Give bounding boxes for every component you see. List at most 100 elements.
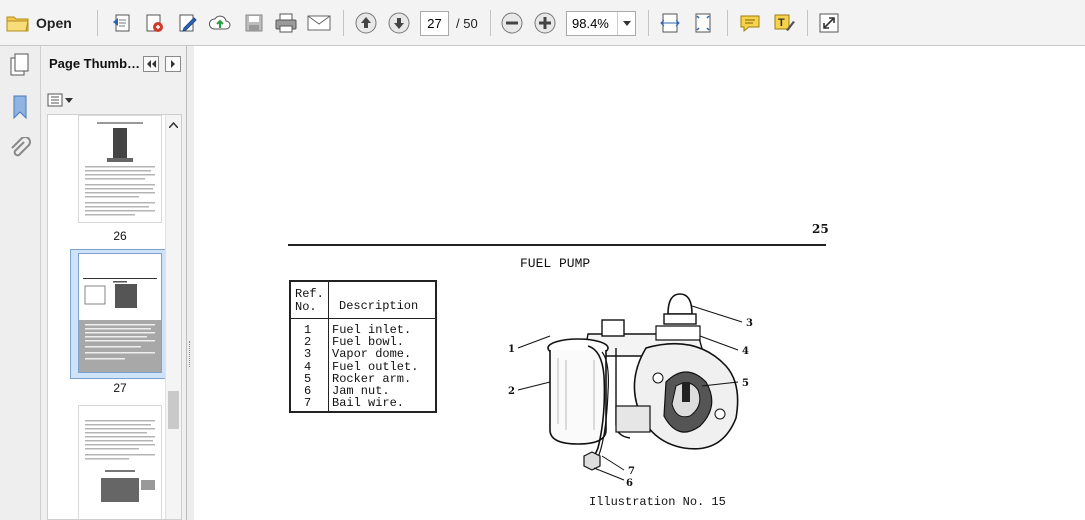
chevron-down-icon[interactable] [617,12,635,35]
create-pdf-button[interactable] [108,9,136,37]
ref-description: Fuel inlet. [332,323,412,337]
collapse-panel-button[interactable] [143,56,159,72]
zoom-value: 98.4% [572,16,609,31]
double-chevron-left-icon [147,60,156,68]
open-button[interactable]: Open [6,9,72,37]
panel-splitter[interactable] [187,46,194,520]
comment-icon [740,15,760,33]
ref-description: Bail wire. [332,396,405,411]
header-rule [288,244,826,246]
table-header-rule [291,318,435,319]
expand-panel-button[interactable] [165,56,181,72]
table-header-description: Description [339,299,419,313]
fullscreen-button[interactable] [815,9,843,37]
ref-description: Jam nut. [332,383,390,398]
zoom-select[interactable]: 98.4% [566,11,636,36]
document-title: FUEL PUMP [520,256,591,271]
convert-icon [146,14,163,32]
pages-panel-button[interactable] [7,52,33,78]
previous-page-icon [355,12,377,34]
convert-button[interactable] [140,9,168,37]
thumbnail-options-button[interactable] [47,92,73,108]
scrollbar-thumb[interactable] [168,391,179,429]
next-page-icon [388,12,410,34]
email-button[interactable] [305,9,333,37]
toolbar-separator [807,10,808,36]
table-row: 6 Jam nut. [291,385,435,397]
attachment-icon [11,137,31,157]
print-icon [275,13,297,33]
upload-button[interactable] [206,9,234,37]
ref-number: 6 [304,383,312,398]
toolbar-separator [343,10,344,36]
table-row: 3 Vapor dome. [291,348,435,360]
options-icon [47,93,63,107]
toolbar-separator [97,10,98,36]
edit-button[interactable] [173,9,201,37]
fit-width-icon [660,13,680,33]
page-number-input[interactable] [420,11,449,36]
thumbnail-page-selected[interactable] [78,253,162,373]
ref-number: 3 [304,347,312,362]
zoom-out-icon [501,12,523,34]
ref-header-text: Ref. No. [295,287,324,314]
zoom-in-button[interactable] [531,9,559,37]
fit-page-button[interactable] [689,9,717,37]
thumbnail-page[interactable] [78,115,162,223]
toolbar-separator [727,10,728,36]
edit-icon [179,14,197,32]
chevron-right-icon [171,60,175,68]
illustration-caption: Illustration No. 15 [589,495,726,509]
fit-width-button[interactable] [656,9,684,37]
ref-description: Vapor dome. [332,347,412,362]
table-header-ref: Ref. No. [295,288,324,314]
callout-3: 3 [746,318,753,329]
panel-header: Page Thumbna... [41,46,187,84]
attachments-panel-button[interactable] [7,136,33,162]
callout-4: 4 [742,346,749,357]
thumbnail-label: 26 [113,229,127,243]
thumbnail-preview [79,254,161,372]
next-page-button[interactable] [385,9,413,37]
page-total: / 50 [456,16,478,31]
callout-5: 5 [742,378,749,389]
chevron-down-icon [65,97,73,103]
navigation-rail [0,46,41,520]
thumbnail-label: 27 [113,381,127,395]
svg-text:T: T [778,17,785,29]
fullscreen-icon [819,13,839,33]
comment-button[interactable] [736,9,764,37]
save-icon [245,14,263,32]
folder-icon [6,16,29,32]
create-pdf-icon [113,14,130,32]
thumbnail-list[interactable]: 26 27 [47,114,182,520]
email-icon [307,15,331,31]
thumbnail-scrollbar[interactable] [165,115,181,519]
print-button[interactable] [272,9,300,37]
bookmarks-panel-button[interactable] [7,94,33,120]
scroll-up-icon[interactable] [168,119,179,130]
toolbar-separator [490,10,491,36]
callout-2: 2 [508,386,515,397]
main-toolbar: Open / 50 98.4% [0,0,1085,46]
ref-description: Fuel outlet. [332,359,419,374]
highlight-button[interactable]: T [770,9,798,37]
bookmark-icon [13,95,27,119]
previous-page-button[interactable] [352,9,380,37]
table-column-divider [291,282,329,411]
highlight-icon: T [774,14,795,31]
save-button[interactable] [240,9,268,37]
ref-description: Fuel bowl. [332,335,405,350]
ref-description: Rocker arm. [332,371,412,386]
zoom-out-button[interactable] [498,9,526,37]
splitter-grip[interactable] [189,341,191,367]
thumbnail-page[interactable] [78,405,162,519]
upload-icon [208,15,231,30]
